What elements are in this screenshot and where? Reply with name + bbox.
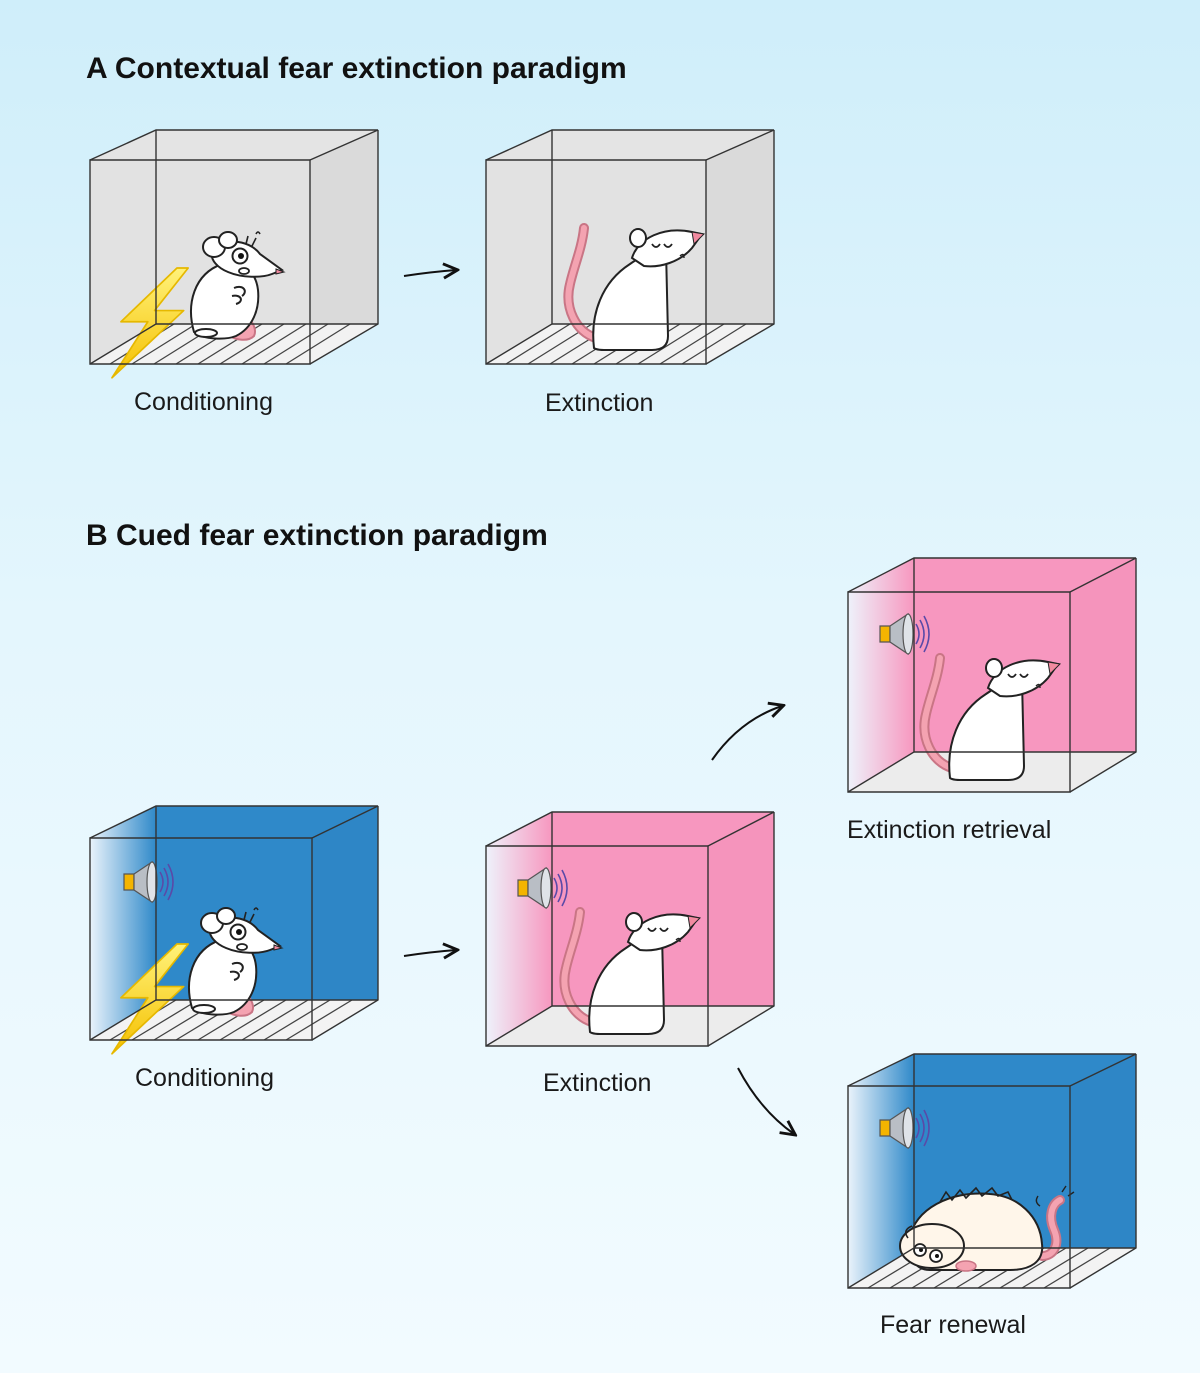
fear-renewal-chamber bbox=[848, 1054, 1136, 1288]
arrow-right-icon bbox=[404, 270, 456, 276]
arrow-curved-down-icon bbox=[738, 1068, 794, 1134]
arrow-right-icon bbox=[404, 950, 456, 956]
panel-b-conditioning-chamber bbox=[90, 806, 378, 1054]
arrow-curved-up-icon bbox=[712, 706, 782, 760]
panel-a-conditioning-chamber bbox=[90, 130, 378, 378]
panel-a-extinction-chamber bbox=[486, 130, 774, 364]
panel-b-extinction-chamber bbox=[486, 812, 774, 1046]
extinction-retrieval-chamber bbox=[848, 558, 1136, 792]
